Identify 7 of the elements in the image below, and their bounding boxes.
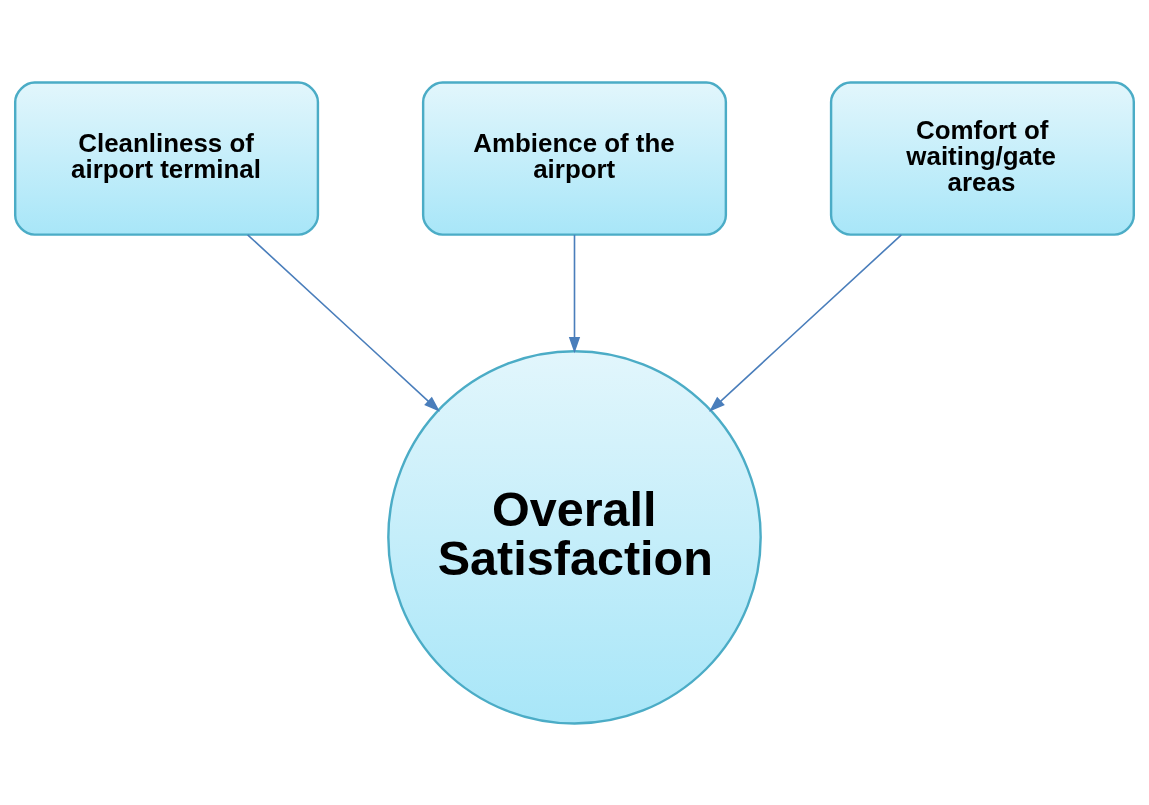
node-box: Cleanliness of airport terminal [14,80,320,236]
arrow [568,233,581,353]
arrow [709,233,903,412]
node-circle: Overall Satisfaction [387,349,762,725]
node-box: Comfort of waiting/gate areas [829,80,1135,236]
node-box: Ambience of the airport [421,80,728,236]
arrow [246,233,440,412]
